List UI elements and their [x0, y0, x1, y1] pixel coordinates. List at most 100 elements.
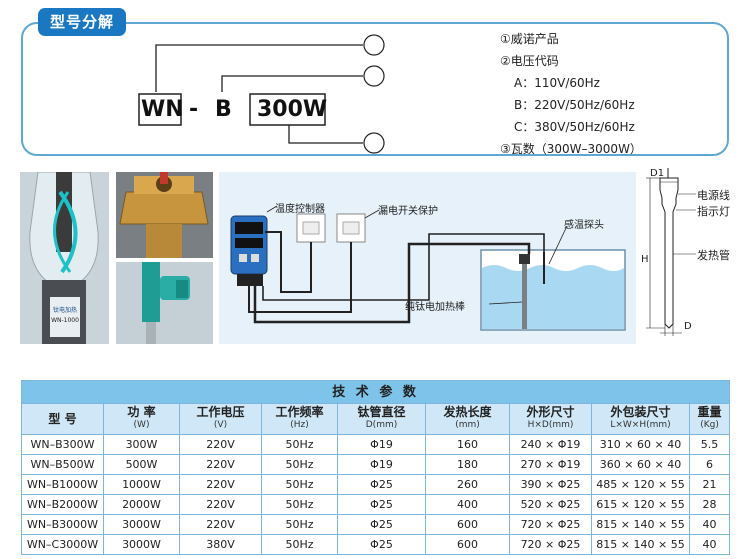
table-cell: 50Hz: [261, 514, 338, 535]
code-voltage-letter: B: [215, 97, 232, 122]
table-cell: Φ25: [337, 494, 426, 515]
model-breakdown-panel: [21, 22, 729, 156]
table-cell: 2000W: [103, 494, 180, 515]
brass-fitting-photo: [116, 172, 213, 258]
table-cell: WN–C3000W: [21, 534, 104, 555]
model-description-list: ①威诺产品 ②电压代码 A：110V/60Hz B：220V/50Hz/60Hz…: [500, 28, 642, 160]
table-cell: WN–B1000W: [21, 474, 104, 495]
table-cell: 380V: [179, 534, 262, 555]
code-wattage: 300W: [257, 97, 328, 122]
table-cell: 615 × 120 × 55: [591, 494, 690, 515]
code-dash: -: [189, 97, 199, 122]
column-header-unit: (W): [133, 420, 150, 430]
column-header-label: 外形尺寸: [526, 405, 575, 419]
indicator-light-label: 指示灯: [697, 205, 730, 218]
table-cell: Φ19: [337, 454, 426, 475]
table-cell: 28: [688, 494, 731, 515]
column-header-unit: (Hz): [290, 420, 309, 430]
table-cell: 270 × Φ19: [509, 454, 592, 475]
table-cell: 390 × Φ25: [509, 474, 592, 495]
model-breakdown-tag: 型号分解: [38, 8, 126, 36]
table-cell: WN–B500W: [21, 454, 104, 475]
table-cell: 600: [425, 514, 510, 535]
table-cell: Φ25: [337, 534, 426, 555]
column-header-label: 功 率: [127, 405, 156, 419]
probe-label: 感温探头: [564, 220, 604, 231]
table-cell: 50Hz: [261, 434, 338, 455]
column-header-label: 型 号: [48, 411, 77, 426]
desc-item: A：110V/60Hz: [514, 76, 600, 90]
table-cell: 485 × 120 × 55: [591, 474, 690, 495]
column-header-label: 重量: [697, 405, 722, 419]
dimension-drawing: [646, 168, 696, 336]
table-cell: 310 × 60 × 40: [591, 434, 690, 455]
dim-d: D: [684, 321, 692, 332]
table-cell: 5.5: [688, 434, 731, 455]
table-cell: 50Hz: [261, 494, 338, 515]
column-header: 型 号: [21, 403, 104, 435]
column-header-unit: D(mm): [365, 420, 398, 430]
desc-item: B：220V/50Hz/60Hz: [514, 98, 635, 112]
table-cell: 220V: [179, 474, 262, 495]
table-cell: 1000W: [103, 474, 180, 495]
table-cell: WN–B2000W: [21, 494, 104, 515]
table-cell: 520 × Φ25: [509, 494, 592, 515]
desc-item: ①威诺产品: [500, 32, 559, 46]
power-cord-label: 电源线: [697, 189, 730, 202]
table-cell: 600: [425, 534, 510, 555]
column-header: 工作电压(V): [179, 403, 262, 435]
table-cell: 40: [688, 534, 731, 555]
column-header: 重量(Kg): [688, 403, 731, 435]
table-cell: 300W: [103, 434, 180, 455]
table-cell: 260: [425, 474, 510, 495]
column-header-label: 外包装尺寸: [610, 405, 671, 419]
table-cell: 815 × 140 × 55: [591, 534, 690, 555]
table-cell: 180: [425, 454, 510, 475]
table-cell: 50Hz: [261, 534, 338, 555]
table-cell: 6: [688, 454, 731, 475]
table-cell: 220V: [179, 514, 262, 535]
table-cell: 400: [425, 494, 510, 515]
column-header: 发热长度(mm): [425, 403, 510, 435]
heater-closeup-photo: 钛电加热 WN-1000: [20, 172, 109, 344]
table-cell: Φ19: [337, 434, 426, 455]
table-cell: WN–B300W: [21, 434, 104, 455]
table-cell: 220V: [179, 434, 262, 455]
column-header-unit: H×D(mm): [527, 420, 574, 430]
product-code-text: WN-1000: [51, 317, 79, 324]
table-title: 技 术 参 数: [20, 380, 731, 404]
table-cell: 3000W: [103, 534, 180, 555]
desc-item: ②电压代码: [500, 54, 559, 68]
model-connector-lines: [138, 34, 385, 154]
table-cell: Φ25: [337, 474, 426, 495]
column-header-label: 工作电压: [196, 405, 245, 419]
column-header-unit: L×W×H(mm): [610, 420, 671, 430]
heating-tube-label: 发热管: [697, 249, 730, 262]
table-cell: 360 × 60 × 40: [591, 454, 690, 475]
table-cell: Φ25: [337, 514, 426, 535]
table-cell: 220V: [179, 454, 262, 475]
desc-item: C：380V/50Hz/60Hz: [514, 120, 635, 134]
table-cell: WN–B3000W: [21, 514, 104, 535]
heater-label: 纯钛电加热棒: [405, 302, 465, 313]
column-header-unit: (Kg): [700, 420, 719, 430]
wiring-diagram: 温度控制器 漏电开关保护 感温探头 纯钛电加热棒: [219, 172, 636, 344]
column-header: 工作频率(Hz): [261, 403, 338, 435]
table-cell: 815 × 140 × 55: [591, 514, 690, 535]
column-header: 功 率(W): [103, 403, 180, 435]
controller-label: 温度控制器: [275, 204, 325, 215]
table-cell: 50Hz: [261, 474, 338, 495]
table-cell: 50Hz: [261, 454, 338, 475]
code-prefix: WN: [141, 97, 184, 122]
table-cell: 500W: [103, 454, 180, 475]
table-cell: 40: [688, 514, 731, 535]
